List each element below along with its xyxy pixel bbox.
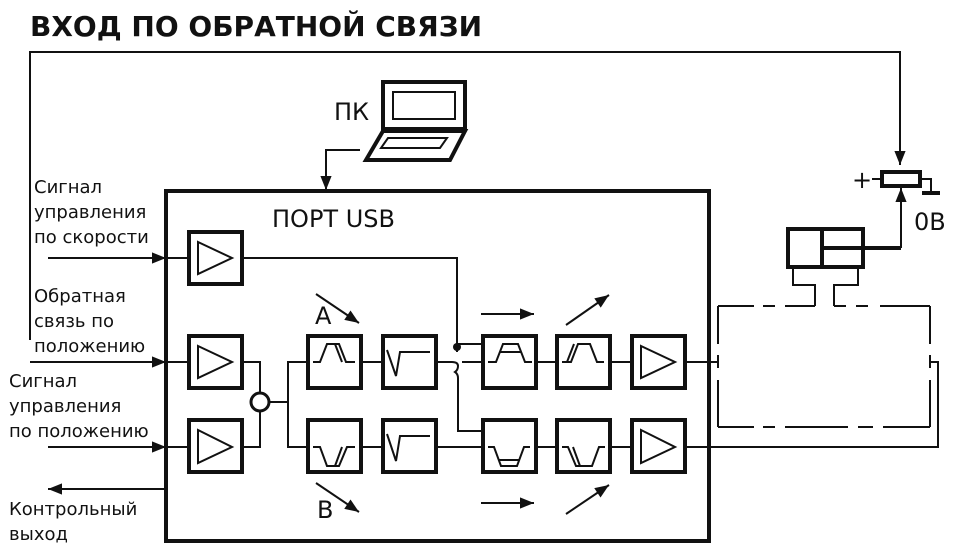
gain-b-block [555, 418, 612, 474]
ramp-filter-b-block [306, 418, 363, 474]
output-control: Контрольный выход [9, 499, 137, 545]
output-amplifier-b-block [630, 418, 687, 474]
amplifier-icon [197, 344, 235, 380]
position-sensor-cylinder [786, 227, 901, 306]
input-position-feedback: Обратная связь по положению [34, 286, 145, 357]
gain-inverted-trapezoid-icon [562, 446, 605, 467]
input-speed-control: Сигнал управления по скорости [34, 177, 149, 248]
diagram-title: ВХОД ПО ОБРАТНОЙ СВЯЗИ [30, 9, 482, 43]
deadband-b-block [381, 418, 438, 474]
ramp-a-adjust-arrow [315, 293, 360, 324]
inverted-trapezoid-icon [488, 446, 530, 467]
position-control-line3: по положению [9, 421, 149, 442]
speed-control-line1: Сигнал [34, 177, 102, 198]
pc-usb-connection [320, 149, 360, 190]
pc-laptop-icon [362, 80, 469, 162]
trapezoid-icon [488, 343, 532, 363]
position-feedback-line1: Обратная [34, 286, 126, 307]
speed-control-line3: по скорости [34, 227, 149, 248]
feedback-amplifier-block [187, 334, 244, 390]
position-amplifier-block [187, 418, 244, 474]
amplifier-icon [640, 344, 678, 380]
output-amplifier-a-block [630, 334, 687, 390]
position-control-line1: Сигнал [9, 371, 77, 392]
deadband-icon [386, 349, 430, 377]
internal-wiring [166, 257, 939, 448]
usb-port-label: ПОРТ USB [272, 205, 395, 233]
gain-trapezoid-icon [562, 343, 604, 363]
position-feedback-line3: положению [34, 336, 145, 357]
amplifier-icon [197, 428, 235, 465]
dither-a-block [481, 334, 538, 390]
dither-b-block [481, 418, 538, 474]
pc-label: ПК [334, 98, 369, 126]
deadband-a-block [381, 334, 438, 390]
ramp-up-icon [313, 343, 355, 363]
pot-plus-label: + [852, 166, 872, 194]
junction-dot [453, 343, 461, 351]
summing-junction [249, 391, 271, 413]
ramp-filter-a-block [306, 334, 363, 390]
position-control-line2: управления [9, 396, 121, 417]
channel-b-label: B [317, 496, 333, 524]
ramp-b-adjust-arrow [315, 482, 360, 513]
channel-a-label: A [315, 302, 332, 330]
ground-label: 0В [914, 208, 946, 236]
speed-control-line2: управления [34, 202, 146, 223]
gain-a-block [555, 334, 612, 390]
proportional-valve [709, 305, 931, 428]
controller-box [164, 189, 711, 543]
control-output-line2: выход [9, 524, 68, 545]
ramp-down-icon [313, 446, 355, 467]
input-position-control: Сигнал управления по положению [9, 371, 149, 442]
amplifier-icon [197, 240, 235, 276]
gain-a-adjust-arrow [565, 294, 610, 326]
feedback-loop-line [29, 51, 906, 340]
gain-b-adjust-arrow [565, 484, 610, 515]
control-output-line1: Контрольный [9, 499, 137, 520]
speed-amplifier-block [187, 230, 244, 286]
potentiometer [872, 170, 940, 195]
deadband-icon [386, 433, 430, 462]
position-feedback-line2: связь по [34, 311, 114, 332]
amplifier-icon [640, 428, 678, 465]
